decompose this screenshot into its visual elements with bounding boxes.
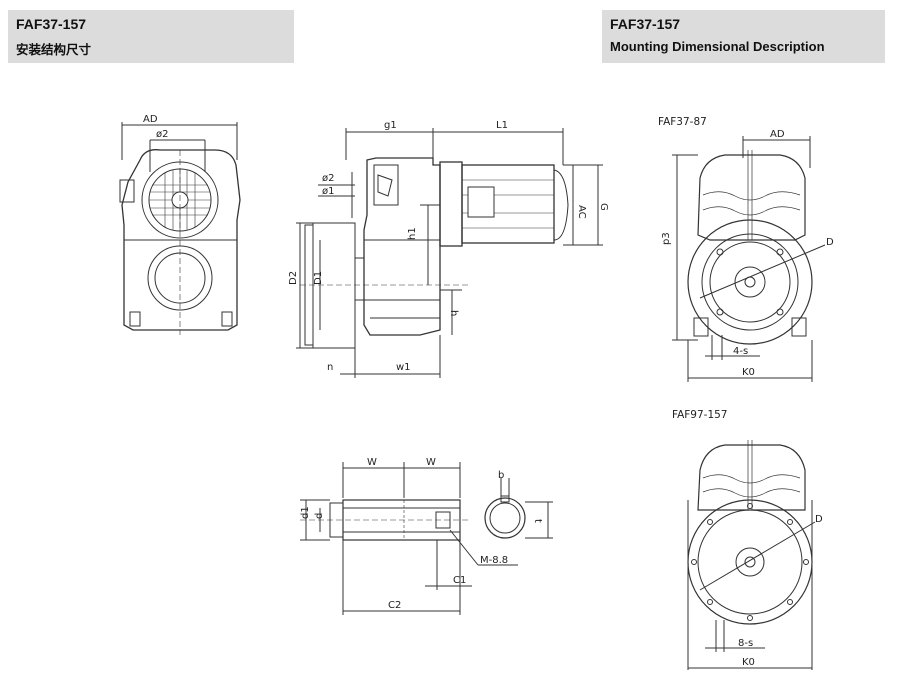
dim-t: t	[532, 519, 543, 523]
model-title-cn: FAF37-157	[16, 16, 87, 32]
dim-b: b	[498, 470, 504, 481]
dim-ac: AC	[576, 205, 587, 219]
thread-spec: M-8.8	[480, 555, 508, 566]
dim-c2: C2	[388, 600, 401, 611]
dim-p3: p3	[661, 232, 672, 245]
flange-small-title: FAF37-87	[658, 116, 707, 128]
dim-c1: C1	[453, 575, 466, 586]
dim-d-flange-large: D	[815, 514, 823, 525]
dim-phi2-front: ø2	[156, 129, 168, 140]
flange-view-small: FAF37-87 AD p3 D 4-s K0	[658, 116, 834, 382]
flange-large-title: FAF97-157	[672, 409, 728, 421]
flange-view-large: FAF97-157 D 8-s K0	[672, 409, 823, 670]
section-subtitle-en: Mounting Dimensional Description	[610, 39, 825, 54]
shaft-detail: W W d1 d M-8.8 C1 C2 b	[300, 457, 553, 615]
dim-d1: D1	[313, 271, 324, 285]
dim-g1: g1	[384, 120, 397, 131]
header-left-panel: FAF37-157 安装结构尺寸	[8, 10, 294, 63]
dim-8s: 8-s	[738, 638, 753, 649]
dim-k0-large: K0	[742, 657, 755, 668]
dim-h: h	[448, 310, 459, 316]
dim-d-flange-small: D	[826, 237, 834, 248]
dim-ad-flange-small: AD	[770, 129, 785, 140]
side-view: g1 L1 AC G ø2 ø1	[288, 120, 609, 378]
dim-w-left: W	[367, 457, 377, 468]
front-view: AD ø2	[119, 114, 241, 335]
dim-phi2-side: ø2	[322, 173, 334, 184]
dim-l1: L1	[496, 120, 508, 131]
dim-4s: 4-s	[733, 346, 748, 357]
dim-phi1-side: ø1	[322, 186, 334, 197]
dim-d-shaft: d	[314, 513, 325, 519]
dim-ad-front: AD	[143, 114, 158, 125]
dim-d2: D2	[288, 271, 299, 285]
dim-h1: h1	[407, 227, 418, 240]
header-right-panel: FAF37-157 Mounting Dimensional Descripti…	[602, 10, 885, 63]
section-subtitle-cn: 安装结构尺寸	[16, 42, 92, 57]
dim-n: n	[327, 362, 333, 373]
dim-g: G	[598, 203, 609, 211]
dim-k0-small: K0	[742, 367, 755, 378]
dim-d1-shaft: d1	[300, 506, 311, 519]
model-title-en: FAF37-157	[610, 16, 681, 32]
dim-w1: w1	[396, 362, 411, 373]
dim-w-right: W	[426, 457, 436, 468]
